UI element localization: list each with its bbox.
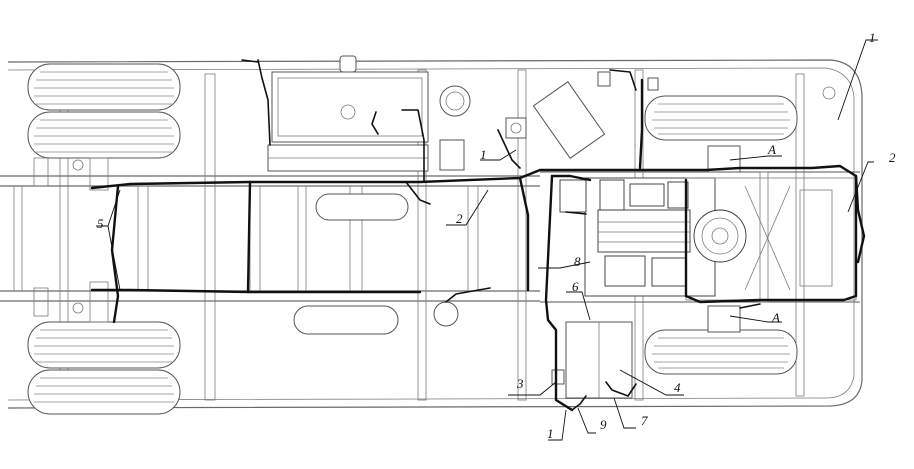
front-wheel-bottom xyxy=(644,329,798,375)
front-light xyxy=(822,86,836,100)
air-dryer xyxy=(433,301,459,327)
callout-4: 4 xyxy=(674,380,681,395)
callout-a-top: A xyxy=(767,142,776,157)
air-receiver-lower xyxy=(293,305,399,335)
wiring-harness xyxy=(90,59,866,412)
callout-a-bottom: A xyxy=(771,310,780,325)
body-outline xyxy=(7,59,863,409)
spare-component xyxy=(439,139,465,171)
filter-unit xyxy=(505,117,527,139)
callout-6: 6 xyxy=(572,279,579,294)
air-filter-box xyxy=(532,71,659,159)
callout-9: 9 xyxy=(600,417,607,432)
rear-wheel-bottom-inner xyxy=(27,321,181,369)
body-inner-outline xyxy=(7,67,855,401)
callout-2-left: 2 xyxy=(456,211,463,226)
rear-axle xyxy=(33,157,109,323)
callout-5: 5 xyxy=(97,216,104,231)
rear-wheel-top-inner xyxy=(27,111,181,159)
engine xyxy=(559,177,747,297)
callout-8: 8 xyxy=(574,254,581,269)
rear-wheel-top-outer xyxy=(27,63,181,111)
callout-1-top: 1 xyxy=(869,30,876,45)
gas-cylinder xyxy=(439,85,471,117)
front-subframe xyxy=(685,145,857,333)
callout-2-right: 2 xyxy=(889,150,896,165)
callout-leaders xyxy=(96,39,878,441)
callout-1-bottom: 1 xyxy=(547,426,554,441)
callout-1-mid: 1 xyxy=(480,147,487,162)
battery-compartment xyxy=(551,321,633,399)
battery-box-upper xyxy=(267,144,429,172)
callout-3: 3 xyxy=(516,376,524,391)
air-receiver-upper xyxy=(315,193,409,221)
front-wheel-top xyxy=(644,95,798,141)
rear-wheel-bottom-outer xyxy=(27,369,181,415)
callout-7: 7 xyxy=(641,413,648,428)
fuel-tank xyxy=(271,55,429,143)
